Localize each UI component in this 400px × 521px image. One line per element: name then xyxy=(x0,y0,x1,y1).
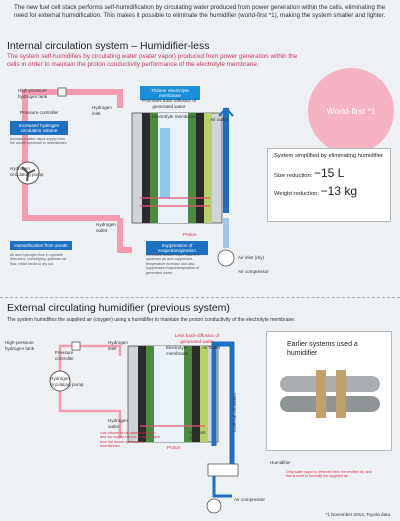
size-label: Size reduction: xyxy=(274,172,313,179)
ext-h-inlet-label: Hydrogen inlet xyxy=(108,340,128,351)
footnote: *1 November 2014, Toyota data xyxy=(325,512,390,517)
int-pressure-label: Pressure controller xyxy=(20,110,59,115)
int-thinner-box: Thinner electrolyte membrane xyxy=(140,86,200,100)
int-suppression-note: Increases coolant water volume in upstre… xyxy=(146,253,201,275)
int-humid-anode-note: Air and hydrogen flow in opposite direct… xyxy=(10,253,67,266)
int-h-outlet-label: Hydrogen outlet xyxy=(96,222,116,233)
int-air-inlet-label: Air inlet (dry) xyxy=(238,255,265,260)
summary-heading: System simplified by eliminating humidif… xyxy=(274,153,383,159)
ext-tank-label: High-pressure hydrogen tank xyxy=(5,340,35,351)
internal-circ-arrow xyxy=(160,128,170,198)
weight-label: Weight reduction: xyxy=(274,191,320,198)
int-proton-label: Proton xyxy=(183,232,197,237)
ext-circ-loop xyxy=(211,341,235,476)
ext-electrolyte-label: Electrolyte membrane xyxy=(166,345,188,356)
int-tank-label: High-pressure hydrogen tank xyxy=(18,88,48,99)
ext-only-vapor-note: Only water vapor is retrieved from the e… xyxy=(286,470,372,479)
int-electrolyte-label: Electrolyte membrane xyxy=(152,114,197,119)
ext-air-inlet-label: Air inlet (wet) xyxy=(190,430,206,441)
ext-circ-label: External circulation xyxy=(232,393,237,432)
external-title: External circulating humidifier (previou… xyxy=(7,302,230,314)
size-value: −15 L xyxy=(313,165,345,180)
pump-icon-ext xyxy=(49,370,71,392)
ext-compressor-label: Air compressor xyxy=(234,497,265,502)
ext-pump-label: Hydrogen circulating pump xyxy=(50,376,84,387)
ext-low-volume-note: Low volume of circulated hydrogen, and l… xyxy=(100,431,161,449)
valve-icon-ext xyxy=(71,341,81,351)
world-first-badge: World-first *1 xyxy=(308,68,394,154)
ext-humidifier-label: Humidifier xyxy=(270,460,291,465)
internal-subtitle: The system self-humidifies by circulatin… xyxy=(7,53,298,69)
internal-diagram xyxy=(16,87,235,267)
humidifier-icon xyxy=(207,463,239,477)
hydrogen-loop xyxy=(22,89,123,221)
humidifier-photo xyxy=(280,370,380,419)
external-diagram xyxy=(49,341,239,514)
ext-less-back-label: Less back-diffusion of generated water xyxy=(174,333,220,344)
int-increased-box: Increased hydrogen circulation volume xyxy=(10,121,68,135)
int-compressor-label: Air compressor xyxy=(238,269,269,274)
int-h-inlet-label: Hydrogen inlet xyxy=(92,105,112,116)
compressor-icon-ext xyxy=(206,498,222,514)
int-increased-note: Increased water vapor supply from the an… xyxy=(10,137,67,146)
int-humid-anode-box: Humidification from anode xyxy=(10,241,72,250)
compressor-icon xyxy=(217,249,235,267)
int-suppression-box: Suppression of evapotranspiration xyxy=(146,241,208,255)
section-divider xyxy=(0,297,400,298)
int-air-outlet-label: Air outlet xyxy=(210,117,229,122)
int-promotes-label: Promotes back-diffusion of generated wat… xyxy=(141,98,197,109)
earlier-box: Earlier systems used a humidifier xyxy=(266,331,392,451)
int-pump-label: Hydrogen circulating pump xyxy=(10,166,44,177)
ext-proton-label: Proton xyxy=(167,445,181,450)
earlier-text: Earlier systems used a humidifier xyxy=(287,341,358,358)
external-subtitle: The system humidifies the supplied air (… xyxy=(7,317,296,323)
ext-pressure-label: Pressure controller xyxy=(55,350,74,361)
ext-h-outlet-label: Hydrogen outlet xyxy=(108,418,128,429)
valve-icon xyxy=(57,87,67,97)
weight-value: −13 kg xyxy=(320,184,358,199)
internal-title: Internal circulation system – Humidifier… xyxy=(7,40,210,52)
summary-box: System simplified by eliminating humidif… xyxy=(267,148,391,222)
intro-text: The new fuel cell stack performs self-hu… xyxy=(14,4,386,20)
ext-air-outlet-label: Air outlet xyxy=(202,345,221,350)
